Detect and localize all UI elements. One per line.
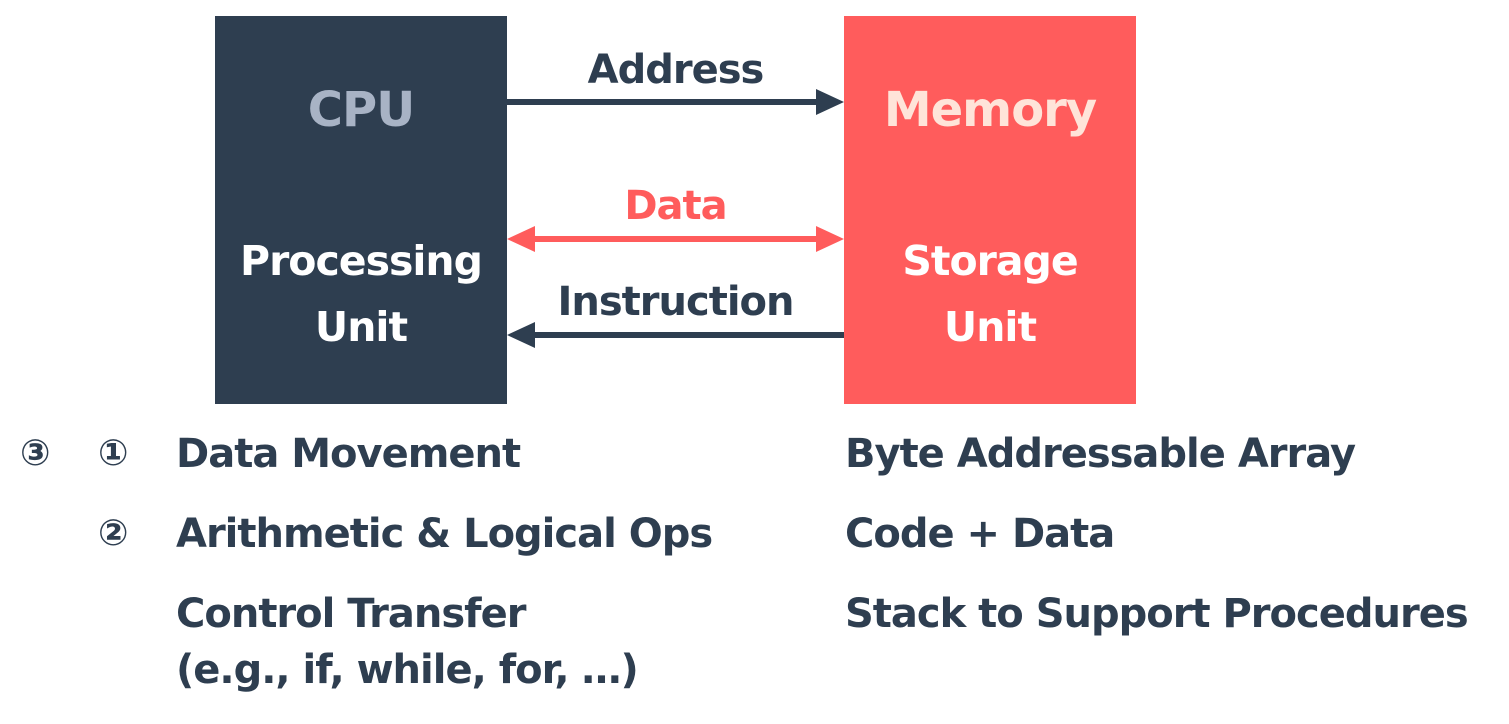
memory-box: Memory Storage Unit — [844, 16, 1136, 404]
address-arrow — [507, 89, 844, 115]
marker-three: ③ — [20, 433, 51, 474]
instruction-label: Instruction — [557, 279, 795, 325]
memory-subtitle-line1: Storage — [902, 237, 1078, 285]
cpu-feature-arithmetic-logical: Arithmetic & Logical Ops — [176, 511, 713, 557]
marker-two: ② — [98, 513, 129, 554]
cpu-feature-data-movement: Data Movement — [176, 431, 521, 477]
memory-title: Memory — [883, 82, 1097, 138]
cpu-feature-control-transfer: Control Transfer — [176, 591, 526, 637]
memory-feature-stack: Stack to Support Procedures — [845, 591, 1469, 637]
address-label: Address — [587, 47, 765, 93]
data-arrow — [507, 226, 844, 252]
memory-subtitle-line2: Unit — [943, 303, 1037, 351]
marker-one: ① — [98, 433, 129, 474]
cpu-box: CPU Processing Unit — [215, 16, 507, 404]
data-label: Data — [624, 183, 727, 229]
cpu-subtitle: Processing Unit — [215, 228, 507, 360]
cpu-subtitle-line2: Unit — [314, 303, 408, 351]
cpu-title: CPU — [307, 82, 415, 138]
instruction-arrow — [507, 322, 844, 348]
memory-feature-code-data: Code + Data — [845, 511, 1115, 557]
memory-subtitle: Storage Unit — [844, 228, 1136, 360]
memory-feature-byte-addressable: Byte Addressable Array — [845, 431, 1356, 477]
cpu-feature-control-transfer-examples: (e.g., if, while, for, …) — [176, 647, 639, 693]
cpu-subtitle-line1: Processing — [240, 237, 483, 285]
